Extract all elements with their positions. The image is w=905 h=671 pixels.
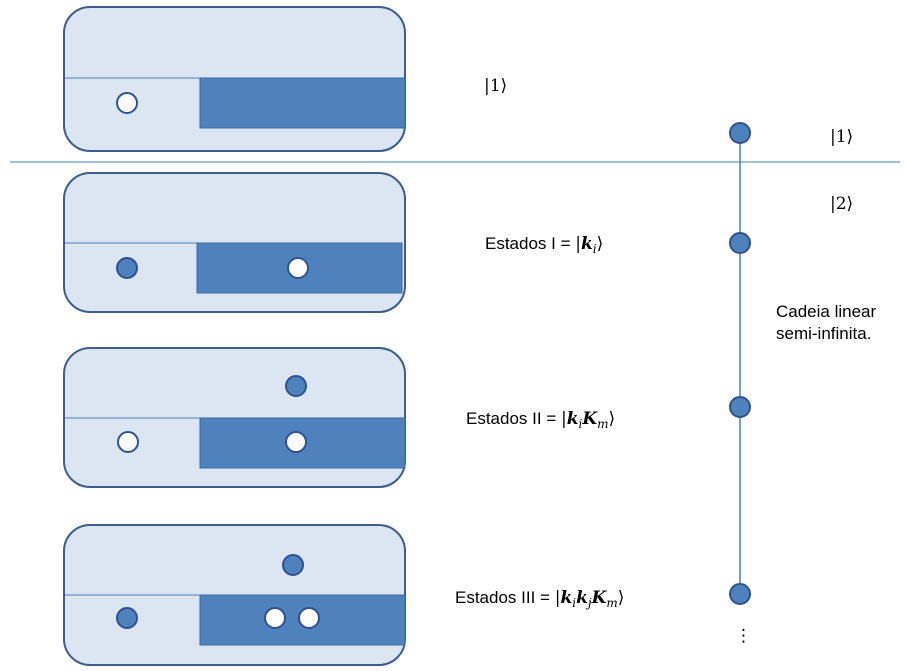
panel-bar	[196, 242, 403, 294]
states-3-k2: k	[576, 588, 588, 608]
hole-circle	[117, 431, 139, 453]
chain-ket-2-label: |2⟩	[830, 194, 854, 214]
states-3-ksub: i	[572, 596, 577, 610]
top-ket-label: |1⟩	[484, 76, 508, 96]
states-1-open: |	[575, 234, 581, 254]
hole-circle	[285, 431, 307, 453]
filled-dot	[285, 375, 307, 397]
states-2-prefix: Estados II =	[466, 409, 561, 428]
states-3-K: K	[591, 588, 607, 608]
hole-circle	[264, 607, 286, 629]
states-2-label: Estados II = |kiKm⟩	[466, 409, 615, 434]
states-1-close: ⟩	[596, 234, 604, 254]
panel-states-1	[63, 172, 406, 313]
filled-dot	[116, 607, 138, 629]
chain-caption-line-2: semi-infinita.	[776, 324, 872, 343]
panel-states-2	[63, 347, 406, 488]
states-3-k: k	[560, 588, 573, 608]
states-3-prefix: Estados III =	[455, 588, 555, 607]
hole-circle	[116, 92, 138, 114]
states-2-open: |	[560, 409, 567, 429]
hole-circle	[298, 607, 320, 629]
states-3-open: |	[554, 588, 561, 608]
states-2-K: K	[582, 409, 598, 429]
states-3-k2sub: j	[587, 596, 592, 610]
chain-ellipsis: ⋮	[735, 626, 752, 645]
states-2-close: ⟩	[608, 409, 616, 429]
states-1-ksub: i	[592, 242, 597, 256]
panel-states-3	[63, 524, 406, 666]
states-3-close: ⟩	[617, 588, 625, 608]
chain-site-2	[729, 232, 751, 254]
filled-dot	[116, 257, 138, 279]
panel-bar	[199, 77, 406, 129]
states-3-Ksub: m	[606, 596, 618, 610]
states-1-label: Estados I = |ki⟩	[485, 234, 603, 259]
chain-ket-1-label: |1⟩	[830, 127, 854, 147]
filled-dot	[282, 554, 304, 576]
hole-circle	[287, 257, 309, 279]
chain-site-1	[729, 122, 751, 144]
states-3-label: Estados III = |kikjKm⟩	[455, 588, 624, 613]
linear-chain	[729, 122, 751, 605]
states-2-ksub: i	[578, 417, 583, 431]
states-2-Ksub: m	[597, 417, 609, 431]
states-1-prefix: Estados I =	[485, 234, 576, 253]
states-2-k: k	[566, 409, 579, 429]
chain-caption-line-1: Cadeia linear	[776, 302, 877, 321]
chain-site-4	[729, 583, 751, 605]
states-1-k: k	[580, 234, 593, 254]
panel-initial	[63, 6, 406, 152]
chain-site-3	[729, 396, 751, 418]
